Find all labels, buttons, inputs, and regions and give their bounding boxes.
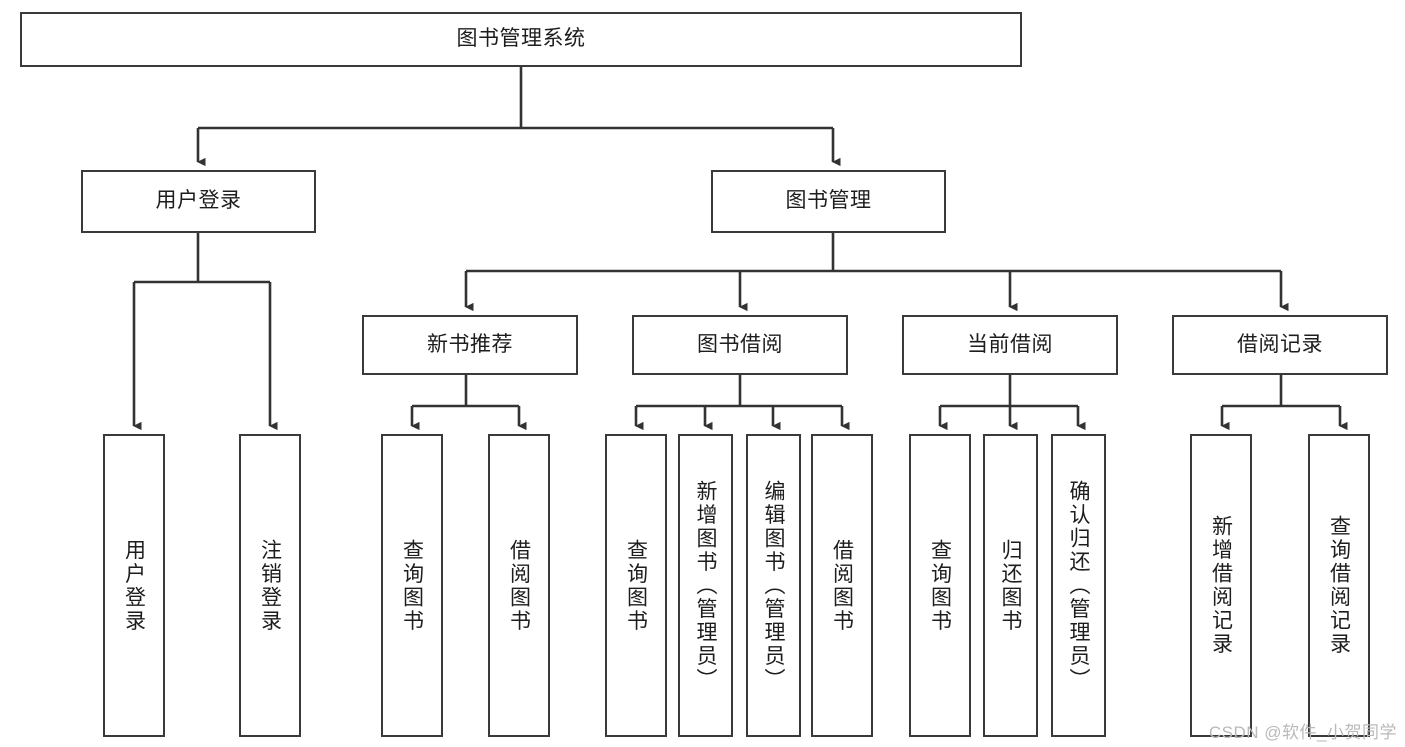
node-leaf-confirm-return-label: 确认归还（管理员） [1067,479,1090,692]
node-borrow-record[interactable]: 借阅记录 [1172,315,1388,375]
node-leaf-logout-login[interactable]: 注销登录 [239,434,301,737]
node-leaf-borrow-book-1-label: 借阅图书 [507,538,531,633]
node-leaf-borrow-book-2[interactable]: 借阅图书 [811,434,873,737]
node-leaf-query-book-2[interactable]: 查询图书 [605,434,667,737]
node-root-label: 图书管理系统 [456,27,586,51]
node-leaf-borrow-book-1[interactable]: 借阅图书 [488,434,550,737]
node-leaf-query-book-3[interactable]: 查询图书 [909,434,971,737]
node-book-borrow-label: 图书借阅 [697,332,783,356]
node-leaf-query-record[interactable]: 查询借阅记录 [1308,434,1370,737]
node-leaf-add-book-label: 新增图书（管理员） [694,479,717,692]
node-leaf-query-book-1-label: 查询图书 [400,538,424,633]
node-leaf-user-login-label: 用户登录 [122,538,146,633]
node-leaf-add-record[interactable]: 新增借阅记录 [1190,434,1252,737]
node-leaf-edit-book-label: 编辑图书（管理员） [762,479,785,692]
node-leaf-query-record-label: 查询借阅记录 [1327,515,1351,656]
node-user-login-label: 用户登录 [155,189,242,213]
node-leaf-user-login[interactable]: 用户登录 [103,434,165,737]
node-book-manage[interactable]: 图书管理 [711,170,946,233]
node-current-borrow[interactable]: 当前借阅 [902,315,1118,375]
node-leaf-return-book[interactable]: 归还图书 [983,434,1038,737]
node-leaf-logout-login-label: 注销登录 [258,538,282,633]
node-borrow-record-label: 借阅记录 [1237,332,1323,356]
node-leaf-query-book-2-label: 查询图书 [624,538,648,633]
node-user-login[interactable]: 用户登录 [81,170,316,233]
node-leaf-return-book-label: 归还图书 [999,538,1022,633]
node-new-book-rec-label: 新书推荐 [427,332,513,356]
node-leaf-add-record-label: 新增借阅记录 [1209,515,1233,656]
node-root[interactable]: 图书管理系统 [20,12,1022,67]
node-current-borrow-label: 当前借阅 [967,332,1053,356]
node-leaf-confirm-return[interactable]: 确认归还（管理员） [1051,434,1106,737]
node-leaf-add-book[interactable]: 新增图书（管理员） [678,434,733,737]
node-book-borrow[interactable]: 图书借阅 [632,315,848,375]
node-leaf-borrow-book-2-label: 借阅图书 [830,538,854,633]
node-leaf-query-book-3-label: 查询图书 [928,538,952,633]
node-new-book-rec[interactable]: 新书推荐 [362,315,578,375]
node-book-manage-label: 图书管理 [785,189,872,213]
node-leaf-query-book-1[interactable]: 查询图书 [381,434,443,737]
node-leaf-edit-book[interactable]: 编辑图书（管理员） [746,434,801,737]
